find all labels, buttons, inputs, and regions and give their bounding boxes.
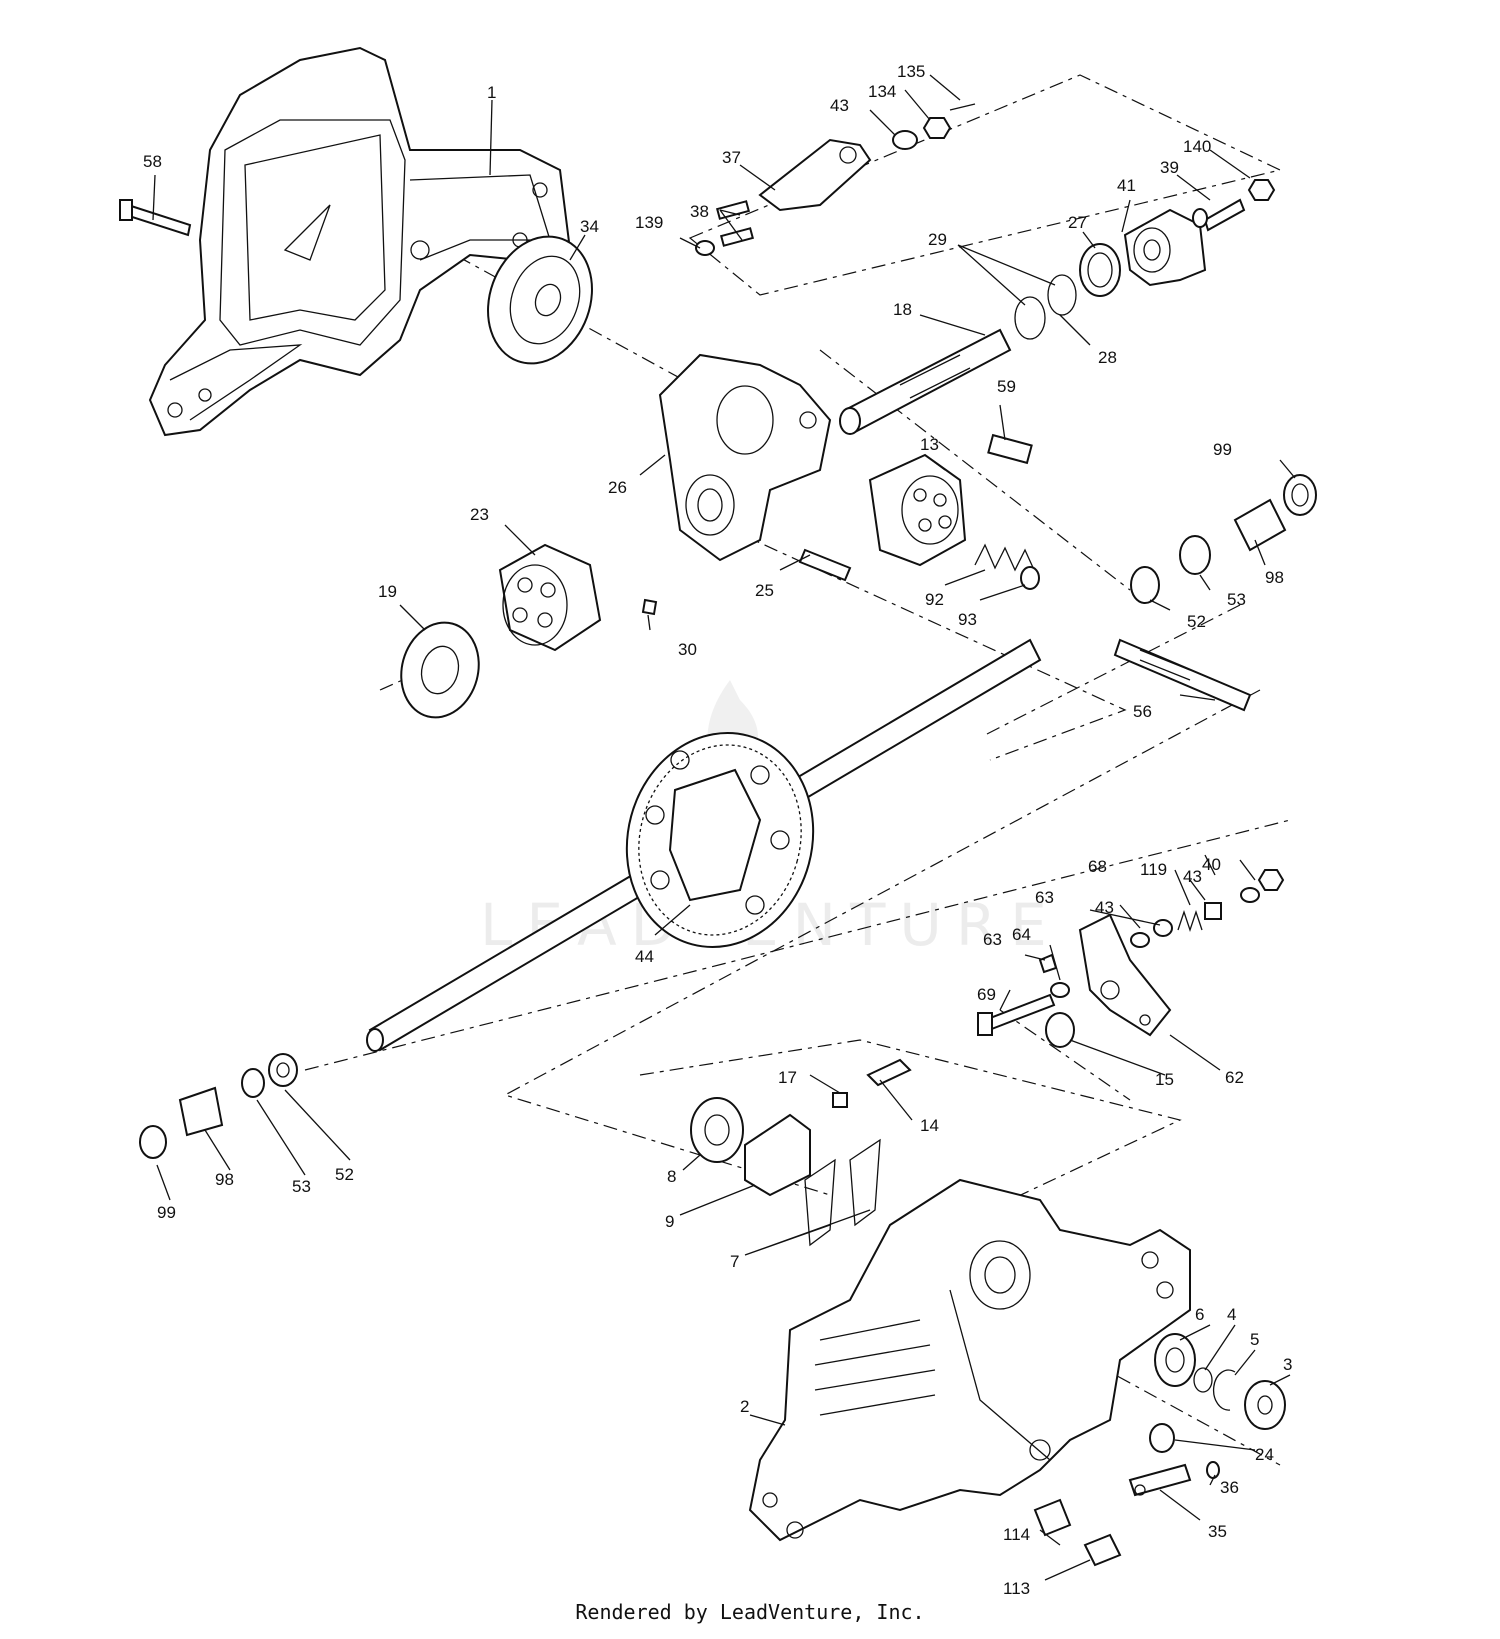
- callout-44: 44: [635, 947, 654, 966]
- callout-58: 58: [143, 152, 162, 171]
- callout-41: 41: [1117, 176, 1136, 195]
- callout-9: 9: [665, 1212, 674, 1231]
- output-shaft-part-56: [1113, 638, 1252, 712]
- callout-1: 1: [487, 83, 496, 102]
- callout-68: 68: [1088, 857, 1107, 876]
- callout-52-left: 52: [335, 1165, 354, 1184]
- check-valve-part-25: [641, 548, 852, 616]
- callout-34: 34: [580, 217, 599, 236]
- callout-53-right: 53: [1227, 590, 1246, 609]
- callout-43-top: 43: [830, 96, 849, 115]
- callout-113: 113: [1003, 1579, 1030, 1598]
- differential-gear-part-44: [625, 731, 815, 949]
- callout-37: 37: [722, 148, 741, 167]
- callout-43-mid: 43: [1095, 898, 1114, 917]
- callout-19: 19: [378, 582, 397, 601]
- callout-139: 139: [635, 213, 663, 232]
- trunnion-part-14: [832, 1058, 912, 1108]
- callout-134: 134: [868, 82, 896, 101]
- callout-98-right: 98: [1265, 568, 1284, 587]
- callout-59: 59: [997, 377, 1016, 396]
- lower-housing-part-2: [748, 1178, 1191, 1542]
- thrust-bearing-part-19: [400, 621, 480, 719]
- callout-29: 29: [928, 230, 947, 249]
- callout-4: 4: [1227, 1305, 1236, 1324]
- callout-27: 27: [1068, 213, 1087, 232]
- callout-135: 135: [897, 62, 925, 81]
- motor-block-part-23: [498, 543, 602, 652]
- callout-99-left: 99: [157, 1203, 176, 1222]
- callout-63-lower: 63: [983, 930, 1002, 949]
- callout-7: 7: [730, 1252, 739, 1271]
- callout-3: 3: [1283, 1355, 1292, 1374]
- callout-93: 93: [958, 610, 977, 629]
- callout-8: 8: [667, 1167, 676, 1186]
- callout-38: 38: [690, 202, 709, 221]
- control-arm-part-62: [1078, 913, 1172, 1037]
- upper-housing-part-1: [148, 46, 572, 437]
- control-hardware: [977, 869, 1285, 1048]
- callout-92: 92: [925, 590, 944, 609]
- cover-part-41: [1123, 179, 1276, 287]
- callout-23: 23: [470, 505, 489, 524]
- callout-17: 17: [778, 1068, 797, 1087]
- callout-36: 36: [1220, 1478, 1239, 1497]
- pin-part-59: [987, 433, 1033, 465]
- bracket-part-37: [695, 138, 872, 256]
- callout-15: 15: [1155, 1070, 1174, 1089]
- brake-arm-parts-24-35-36: [1128, 1423, 1220, 1497]
- callout-140: 140: [1183, 137, 1211, 156]
- callout-99-right: 99: [1213, 440, 1232, 459]
- callout-14: 14: [920, 1116, 939, 1135]
- callout-43-mid-upper: 43: [1183, 867, 1202, 886]
- callout-62: 62: [1225, 1068, 1244, 1087]
- bushing-set-right: [1130, 474, 1317, 604]
- callout-26: 26: [608, 478, 627, 497]
- callout-40: 40: [1202, 855, 1221, 874]
- output-bearing-parts-3-4-5-6: [1154, 1333, 1286, 1430]
- callout-5: 5: [1250, 1330, 1259, 1349]
- callout-53-left: 53: [292, 1177, 311, 1196]
- center-section-part-26: [658, 353, 832, 562]
- swashplate-parts-7-8-9: [690, 1097, 881, 1247]
- callout-63-upper: 63: [1035, 888, 1054, 907]
- callout-28: 28: [1098, 348, 1117, 367]
- pump-block-part-13: [868, 453, 967, 567]
- callout-39: 39: [1160, 158, 1179, 177]
- leader-lines: [152, 74, 1296, 1581]
- callout-30: 30: [678, 640, 697, 659]
- callout-98-left: 98: [215, 1170, 234, 1189]
- callout-119: 119: [1140, 860, 1167, 879]
- callout-52-right: 52: [1187, 612, 1206, 631]
- spring-part-92: [974, 543, 1040, 590]
- bushing-set-left: [139, 1053, 298, 1159]
- seal-rings-parts-27-28-29: [1014, 243, 1121, 340]
- shaft-part-18: [839, 328, 1012, 435]
- bolt-part-58: [119, 199, 192, 237]
- bearing-part-34: [487, 235, 593, 365]
- callout-25: 25: [755, 581, 774, 600]
- callout-6: 6: [1195, 1305, 1204, 1324]
- callout-64: 64: [1012, 925, 1031, 944]
- callout-2: 2: [740, 1397, 749, 1416]
- footer-credit: Rendered by LeadVenture, Inc.: [575, 1600, 925, 1624]
- fittings-parts-113-114: [1033, 1498, 1122, 1567]
- callout-114: 114: [1003, 1525, 1030, 1544]
- callout-69: 69: [977, 985, 996, 1004]
- callout-18: 18: [893, 300, 912, 319]
- callout-24: 24: [1255, 1445, 1274, 1464]
- callout-labels: 1 58 34 37 38 139 43 134 135 41 39 140 2…: [143, 62, 1292, 1598]
- callout-13: 13: [920, 435, 939, 454]
- callout-56: 56: [1133, 702, 1152, 721]
- nut-stack-parts-43-134-135: [892, 103, 976, 150]
- callout-35: 35: [1208, 1522, 1227, 1541]
